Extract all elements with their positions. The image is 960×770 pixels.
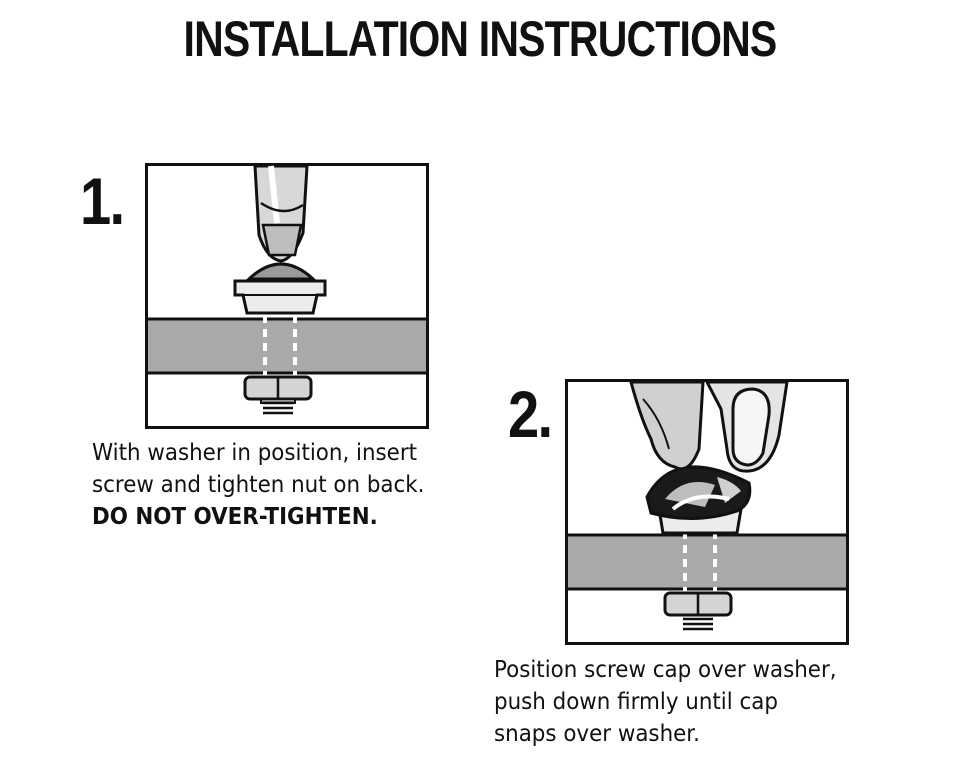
page-title: INSTALLATION INSTRUCTIONS [183,11,778,67]
step-2-caption: Position screw cap over washer, push dow… [494,654,837,750]
fingers-icon [629,380,789,473]
step-1-line: screw and tighten nut on back. [92,472,425,498]
step-2-line: push down firmly until cap [494,689,778,715]
screw-cap-icon [645,465,752,520]
step-1-warning: DO NOT OVER-TIGHTEN. [92,504,378,530]
step-1-panel-band [145,317,429,375]
nut-icon [243,375,313,415]
screw-head [245,262,317,281]
step-2-panel-band [565,533,849,591]
step-2-line: snaps over washer. [494,721,700,747]
washer-icon [233,279,327,315]
step-2-number: 2. [508,377,553,451]
step-2-illustration [565,379,849,645]
step-1-number: 1. [80,164,125,238]
step-1-caption: With washer in position, insert screw an… [92,437,424,533]
screwdriver-icon [253,164,309,263]
step-1-line: With washer in position, insert [92,440,418,466]
nut-icon [663,591,733,631]
step-2-line: Position screw cap over washer, [494,657,837,683]
step-1-illustration [145,163,429,429]
